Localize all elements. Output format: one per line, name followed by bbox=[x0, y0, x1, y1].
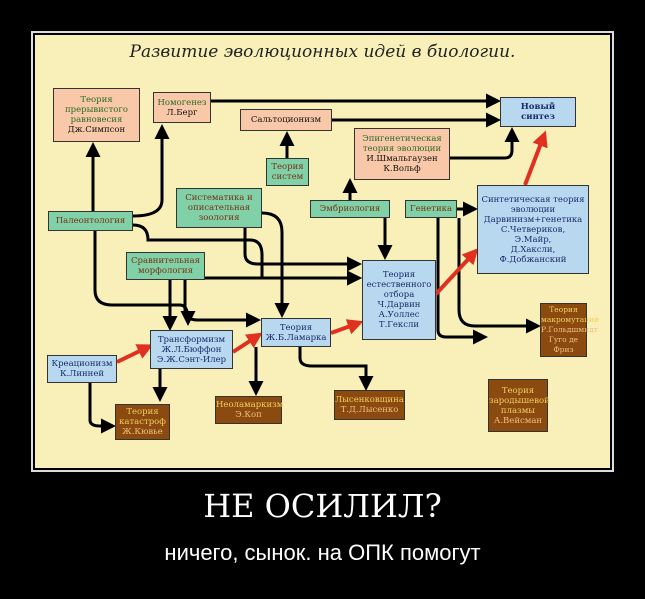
box-text-line: Теория bbox=[271, 162, 304, 172]
box-text-line: Теория bbox=[279, 322, 313, 333]
arrow bbox=[231, 332, 263, 354]
arrow bbox=[116, 344, 154, 364]
box-paleontology: Палеонтология bbox=[48, 211, 133, 231]
box-text-line: Систематика и bbox=[185, 193, 253, 203]
box-text-line: плазмы bbox=[500, 405, 536, 416]
box-text-line: К.Вольф bbox=[383, 164, 421, 174]
box-text-line: прерывистого bbox=[65, 105, 128, 115]
box-text-line: Ж.Кювье bbox=[122, 427, 163, 437]
box-text-line: морфология bbox=[138, 266, 193, 276]
box-text-line: Л.Берг bbox=[166, 107, 198, 118]
box-embryology: Эмбриология bbox=[310, 200, 390, 218]
box-text-line: Теория bbox=[80, 95, 113, 105]
box-text-line: А.Уоллес bbox=[378, 310, 420, 320]
box-text-line: Креационизм bbox=[51, 359, 113, 369]
arrow bbox=[261, 211, 290, 318]
box-text-line: Ж.Б.Ламарка bbox=[265, 332, 327, 343]
box-saltationism: Сальтоционизм bbox=[240, 109, 332, 131]
arrow bbox=[436, 209, 488, 345]
box-text-line: Ч.Дарвин bbox=[377, 300, 421, 310]
box-text-line: Т.Д.Лысенко bbox=[340, 405, 399, 415]
arrow bbox=[132, 124, 170, 218]
box-text-line: Дж.Симпсон bbox=[67, 125, 126, 135]
box-text-line: Т.Гексли bbox=[378, 320, 420, 330]
box-text-line: Эмбриология bbox=[319, 204, 381, 214]
box-text-line: Р.Гольдшмидт bbox=[541, 325, 598, 334]
arrow bbox=[132, 223, 362, 286]
box-text-line: К.Линней bbox=[59, 369, 105, 379]
box-text-line: синтез bbox=[521, 112, 555, 122]
box-text-line: Ж.Л.Бюффон bbox=[161, 344, 222, 355]
box-text-line: А.Вейсман bbox=[493, 415, 543, 426]
box-text-line: Сальтоционизм bbox=[250, 115, 322, 125]
box-text-line: Сравнительная bbox=[131, 256, 200, 266]
box-text-line: Номогенез bbox=[157, 97, 207, 108]
box-text-line: теория эволюции bbox=[362, 144, 442, 154]
box-text-line: И.Шмальгаузен bbox=[366, 154, 438, 164]
arrow bbox=[450, 127, 520, 160]
box-text-line: Эпигенетическая bbox=[362, 134, 442, 144]
box-text-line: отбора bbox=[383, 290, 415, 300]
box-text-line: Теория bbox=[501, 385, 535, 396]
box-text-line: Э.Ж.Сэнт-Илер bbox=[156, 354, 227, 365]
caption-subline: ничего, сынок. на ОПК помогут bbox=[164, 540, 481, 565]
box-text-line: катастроф bbox=[119, 417, 166, 427]
box-text-line: Гуго де Фриз bbox=[548, 335, 579, 354]
diagram-title: Развитие эволюционных идей в биологии. bbox=[129, 42, 516, 62]
box-text-line: зародышевой bbox=[489, 395, 550, 406]
arrow bbox=[330, 319, 364, 335]
box-text-line: Дарвинизм+генетика bbox=[483, 214, 583, 225]
box-text-line: Э.Майр, bbox=[514, 234, 552, 245]
box-text-line: Генетика bbox=[409, 204, 453, 214]
box-text-line: Неоламаркизм bbox=[216, 400, 284, 410]
box-text-line: Новый bbox=[520, 102, 556, 112]
box-text-line: равновесия bbox=[70, 115, 123, 125]
box-text-line: макромутаций bbox=[541, 315, 599, 324]
box-text-line: систем bbox=[271, 172, 304, 182]
box-text-line: описательная bbox=[187, 203, 251, 213]
caption-headline: НЕ ОСИЛИЛ? bbox=[203, 487, 442, 525]
box-text-line: естественного bbox=[366, 280, 432, 290]
arrow bbox=[93, 231, 196, 326]
arrow bbox=[183, 280, 261, 328]
arrow bbox=[298, 347, 374, 391]
box-text-line: зоология bbox=[198, 213, 240, 223]
box-text-line: Лысенковщина bbox=[335, 395, 404, 405]
box-genetics: Генетика bbox=[405, 200, 457, 218]
arrow bbox=[243, 228, 362, 272]
box-text-line: Д.Хаксли, bbox=[510, 244, 556, 255]
box-text-line: Теория bbox=[382, 270, 416, 280]
arrow bbox=[88, 383, 116, 434]
box-text-line: Палеонтология bbox=[55, 216, 126, 226]
box-text-line: Синтетическая теория bbox=[481, 194, 585, 205]
box-text-line: Трансформизм bbox=[157, 334, 226, 345]
box-text-line: Теория bbox=[549, 305, 578, 314]
box-text-line: Ф.Добжанский bbox=[499, 254, 567, 265]
box-text-line: Э.Коп bbox=[235, 410, 262, 420]
arrow bbox=[523, 130, 548, 186]
box-text-line: эволюции bbox=[510, 204, 556, 215]
box-text-line: Теория bbox=[126, 407, 159, 417]
arrow bbox=[434, 248, 479, 296]
box-text-line: С.Четвериков, bbox=[500, 224, 566, 235]
arrow bbox=[457, 218, 541, 334]
